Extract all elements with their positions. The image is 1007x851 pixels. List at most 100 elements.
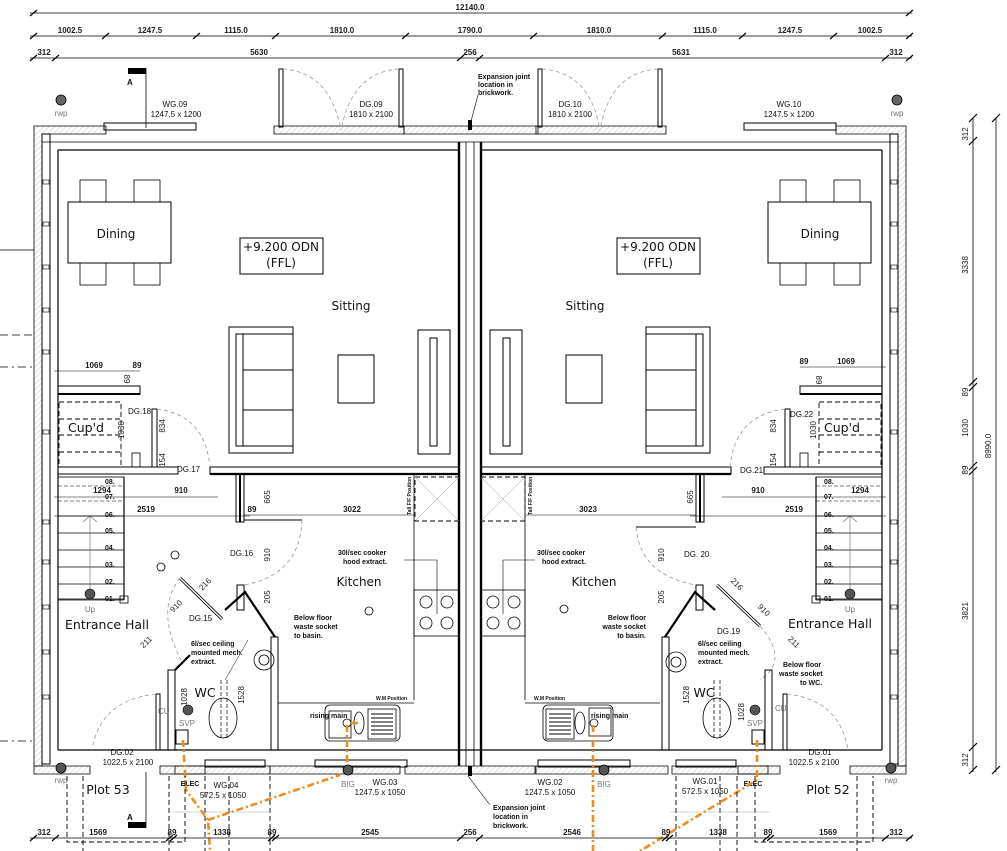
dim-bottom-8: 2546 <box>563 828 581 837</box>
dim-cupd-89: 89 <box>133 361 142 370</box>
dim-top-6: 1810.0 <box>587 26 612 35</box>
dim-right-3: 89 <box>961 387 970 396</box>
dim-wc-216-right: 216 <box>729 576 745 592</box>
rwp-front-right: rwp <box>885 776 898 785</box>
wall-ties <box>42 179 898 700</box>
dim-bottom-6: 2545 <box>361 828 379 837</box>
cupboard-left: Cup'd 1069 89 89 1030 834 154 DG.18 DG.1… <box>54 361 211 474</box>
elec-label-right: ELEC <box>744 781 763 788</box>
dim-top-8: 1247.5 <box>778 26 803 35</box>
stair-tread-04-right: 04. <box>824 545 834 552</box>
expansion-note-top-3: brickwork. <box>478 90 513 97</box>
dim-right-2: 3338 <box>961 256 970 274</box>
stair-tread-01: 01. <box>105 596 115 603</box>
level-left-line2: (FFL) <box>266 256 296 270</box>
rwp-top-left: rwp <box>55 94 68 118</box>
basin-note-right-1: Below floor <box>608 615 646 622</box>
big-label-right: BIG <box>597 780 611 789</box>
level-box-right: +9.200 ODN (FFL) <box>616 237 701 275</box>
expansion-note-bottom-3: brickwork. <box>493 823 528 830</box>
dim-door-834: 834 <box>158 419 167 433</box>
basin-note-right-2: waste socket <box>601 624 646 631</box>
wc-extract-note-right-2: mounted mech. <box>698 650 750 657</box>
dim-kitchen-665: 665 <box>263 490 272 504</box>
rising-main-right: rising main <box>591 713 628 720</box>
wc-extract-note-right-1: 6l/sec ceiling <box>698 641 742 648</box>
dim-top-3: 1115.0 <box>224 26 248 35</box>
dg15-tag: DG.15 <box>189 614 213 623</box>
cooker-note-right-2: hood extract. <box>542 559 586 566</box>
spine-wall <box>57 466 883 476</box>
cu-label-left: CU <box>158 707 170 716</box>
stair-tread-08-right: 08. <box>824 479 834 486</box>
dim-wc-211: 211 <box>139 634 155 650</box>
wc-extract-note-left-1: 6l/sec ceiling <box>191 641 235 648</box>
dg01-tag: DG.01 <box>808 748 832 757</box>
room-label-cupd: Cup'd <box>68 420 104 435</box>
dim-stair-1294: 1294 <box>93 486 111 495</box>
dg17-tag: DG.17 <box>177 465 201 474</box>
level-box-left: +9.200 ODN (FFL) <box>239 237 324 275</box>
dim-right-7: 312 <box>961 753 970 767</box>
stair-tread-05: 05. <box>105 528 115 535</box>
dim-bottom-7: 256 <box>463 828 477 837</box>
expansion-note-top-1: Expansion joint <box>478 74 531 81</box>
dim-top-2: 1247.5 <box>138 26 163 35</box>
wc-extract-note-left-2: mounted mech. <box>191 650 243 657</box>
dim-cupd-1030: 1030 <box>117 421 126 439</box>
stair-tread-07: 07. <box>105 494 115 501</box>
svp-label-left: SVP <box>179 719 195 728</box>
dim-kitchen-665-right: 665 <box>686 490 695 504</box>
dg22-tag: DG.22 <box>790 410 814 419</box>
bottom-dimensions: 312 1569 89 1338 89 2545 256 2546 89 133… <box>29 828 914 842</box>
cooker-note-right-1: 30l/sec cooker <box>537 550 586 557</box>
dim-top-row2-3: 256 <box>463 48 477 57</box>
dg02-size: 1022.5 x 2100 <box>103 758 154 767</box>
wg04-size: 572.5 x 1050 <box>200 791 247 800</box>
dim-bottom-12: 1569 <box>819 828 837 837</box>
room-label-wc: WC <box>194 685 215 700</box>
tall-ff-position-left: Tall F/F Position <box>407 477 413 515</box>
stair-tread-07-right: 07. <box>824 494 834 501</box>
room-label-entrance-hall: Entrance Hall <box>65 617 149 632</box>
dg09-tag: DG.09 <box>359 100 383 109</box>
section-marker-a-bottom: A <box>127 772 147 828</box>
dim-wc-1028-right: 1028 <box>737 703 746 721</box>
stairs-left: 08. 07. 06. 05. 04. 03. 02. 01. Up 1294 … <box>54 476 250 614</box>
stair-up-label: Up <box>85 605 96 614</box>
dim-top-row2-4: 5631 <box>672 48 690 57</box>
dim-top-1: 1002.5 <box>58 26 83 35</box>
wg02-tag: WG.02 <box>538 778 563 787</box>
dg09-size: 1810 x 2100 <box>349 110 394 119</box>
dg16-tag: DG.16 <box>230 549 254 558</box>
wg09-tag: WG.09 <box>163 100 188 109</box>
stair-tread-03: 03. <box>105 562 115 569</box>
plot-52-label: Plot 52 <box>806 782 849 797</box>
section-marker-a-top: A <box>127 68 147 128</box>
stair-tread-02-right: 02. <box>824 579 834 586</box>
rwp-label: rwp <box>55 109 68 118</box>
dim-kitchen-3022: 3022 <box>343 505 361 514</box>
hall-wc-right: Entrance Hall DG.19 910 216 211 WC 1528 … <box>661 576 872 767</box>
svp-label-right: SVP <box>747 719 763 728</box>
tall-ff-position-right: Tall F/F Position <box>528 477 534 515</box>
wg01-size: 572.5 x 1050 <box>682 787 729 796</box>
dim-door-154: 154 <box>158 453 167 467</box>
dim-cupd-89-v: 89 <box>122 375 131 384</box>
dim-hall-910-right: 910 <box>751 486 765 495</box>
level-right-line1: +9.200 ODN <box>620 240 696 254</box>
dim-bottom-5: 89 <box>268 828 277 837</box>
dim-bottom-10: 1338 <box>709 828 727 837</box>
dim-bottom-9: 89 <box>662 828 671 837</box>
basin-note-right-3: to basin. <box>617 633 646 640</box>
rear-openings: WG.09 1247.5 x 1200 DG.09 1810 x 2100 DG… <box>103 68 837 131</box>
wm-position-right: W.M Position <box>534 696 565 702</box>
cupboard-right: Cup'd 1069 89 89 1030 834 154 DG.22 DG.2… <box>729 357 886 475</box>
elec-label-left: ELEC <box>181 781 200 788</box>
section-a-label-bottom: A <box>127 813 133 822</box>
dining-left: Dining <box>67 179 172 286</box>
dim-hall-2519: 2519 <box>137 505 155 514</box>
cooker-note-left-2: hood extract. <box>343 559 387 566</box>
dim-top-7: 1115.0 <box>693 26 717 35</box>
wg02-size: 1247.5 x 1050 <box>525 788 576 797</box>
